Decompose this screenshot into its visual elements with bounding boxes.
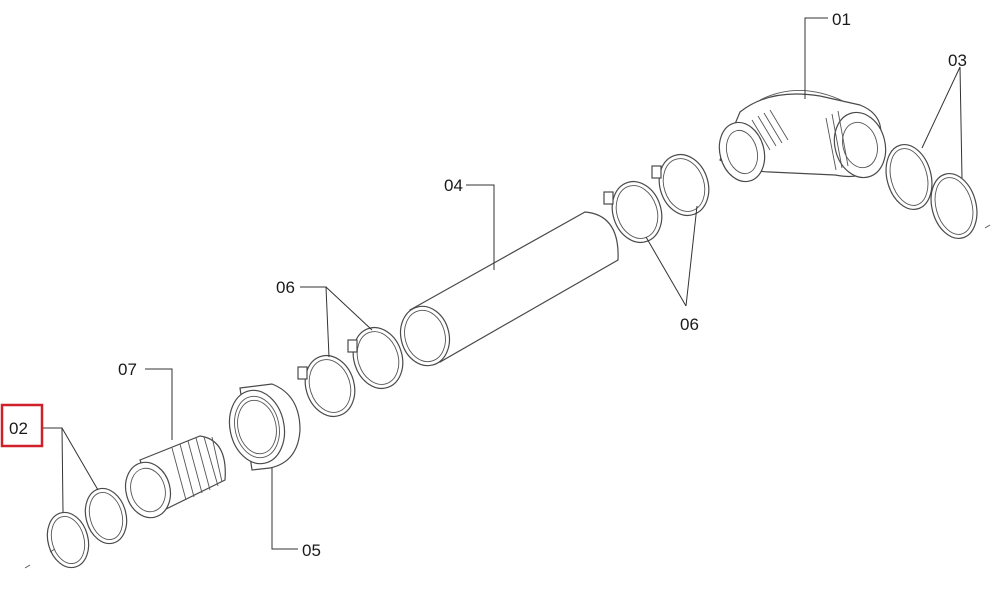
callout-03: 03 [948,51,967,70]
part-06-clamps-upper [603,153,710,244]
callout-06-lower: 06 [276,278,295,297]
callout-06-upper: 06 [680,315,699,334]
callout-02: 02 [9,419,28,438]
axis-line [24,224,991,569]
callout-01: 01 [832,10,851,29]
part-03-o-rings [885,144,978,239]
callout-07: 07 [118,360,137,379]
callout-04: 04 [444,176,463,195]
callout-05: 05 [302,541,321,560]
part-07-adapter [124,435,226,519]
callout-02-highlight-box [0,403,44,448]
part-05-nut [228,383,301,471]
part-04-pipe [399,211,619,367]
part-01-elbow [718,90,887,183]
part-02-o-rings [46,487,128,569]
leader-lines [42,17,963,550]
part-06-clamps-lower [297,326,404,418]
